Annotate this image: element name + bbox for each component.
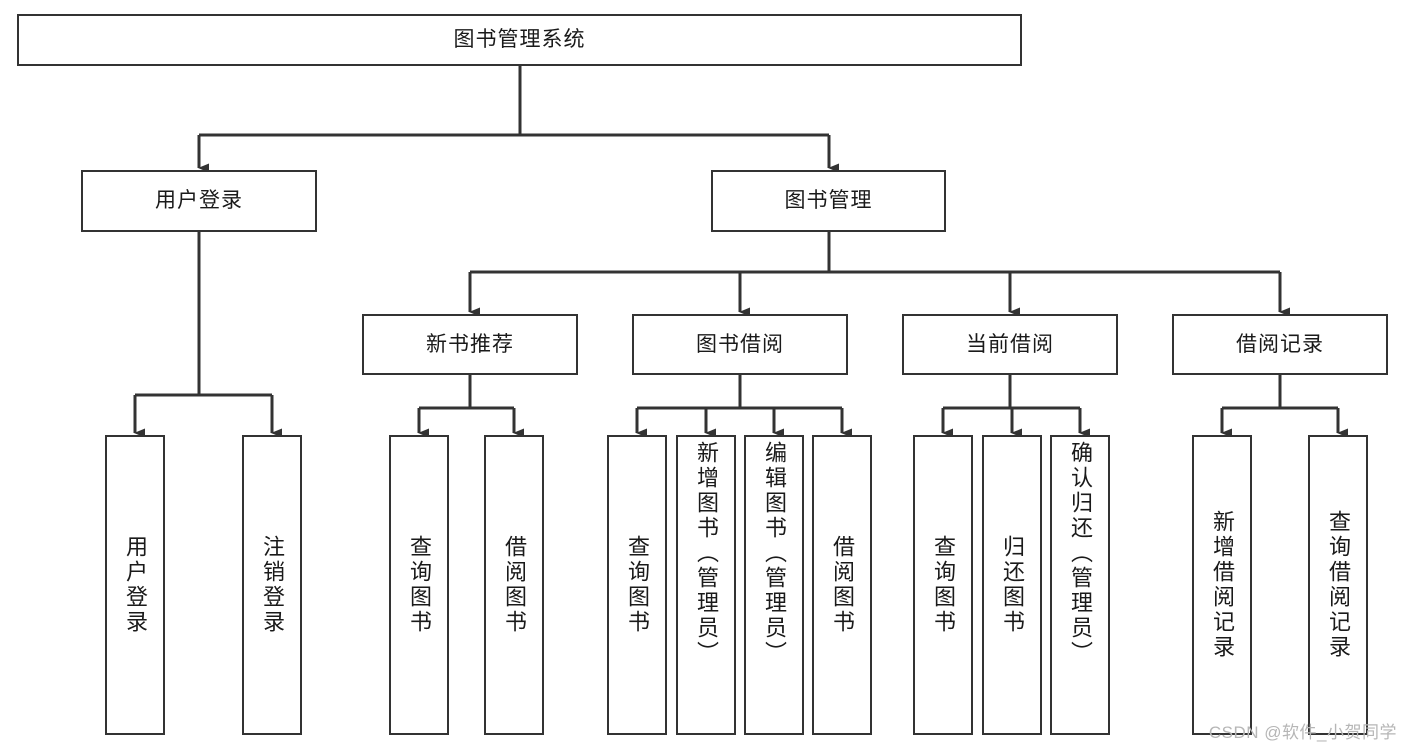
leaf-query-books-current[interactable]: 查询图书	[913, 435, 973, 735]
leaf-query-books-recommend[interactable]: 查询图书	[389, 435, 449, 735]
watermark-label: CSDN @软件_小贺同学	[1208, 723, 1397, 742]
leaf-add-borrow-record[interactable]: 新增借阅记录	[1192, 435, 1252, 735]
leaf-borrow-book[interactable]: 借阅图书	[812, 435, 872, 735]
leaf-confirm-return-admin[interactable]: 确认归还（管理员）	[1050, 435, 1110, 735]
leaf-return-book[interactable]: 归还图书	[982, 435, 1042, 735]
leaf-query-borrow-record[interactable]: 查询借阅记录	[1308, 435, 1368, 735]
edge-layer	[133, 66, 1348, 438]
leaf-borrow-books-recommend[interactable]: 借阅图书	[484, 435, 544, 735]
node-user-login[interactable]: 用户登录	[81, 170, 317, 232]
leaf-logout[interactable]: 注销登录	[242, 435, 302, 735]
leaf-query-books-borrow[interactable]: 查询图书	[607, 435, 667, 735]
node-root[interactable]: 图书管理系统	[17, 14, 1022, 66]
leaf-edit-book-admin[interactable]: 编辑图书（管理员）	[744, 435, 804, 735]
node-current-borrowing[interactable]: 当前借阅	[902, 314, 1118, 375]
leaf-add-book-admin[interactable]: 新增图书（管理员）	[676, 435, 736, 735]
node-book-borrowing[interactable]: 图书借阅	[632, 314, 848, 375]
node-book-management[interactable]: 图书管理	[711, 170, 946, 232]
node-new-book-recommendation[interactable]: 新书推荐	[362, 314, 578, 375]
node-borrow-records[interactable]: 借阅记录	[1172, 314, 1388, 375]
leaf-user-login[interactable]: 用户登录	[105, 435, 165, 735]
